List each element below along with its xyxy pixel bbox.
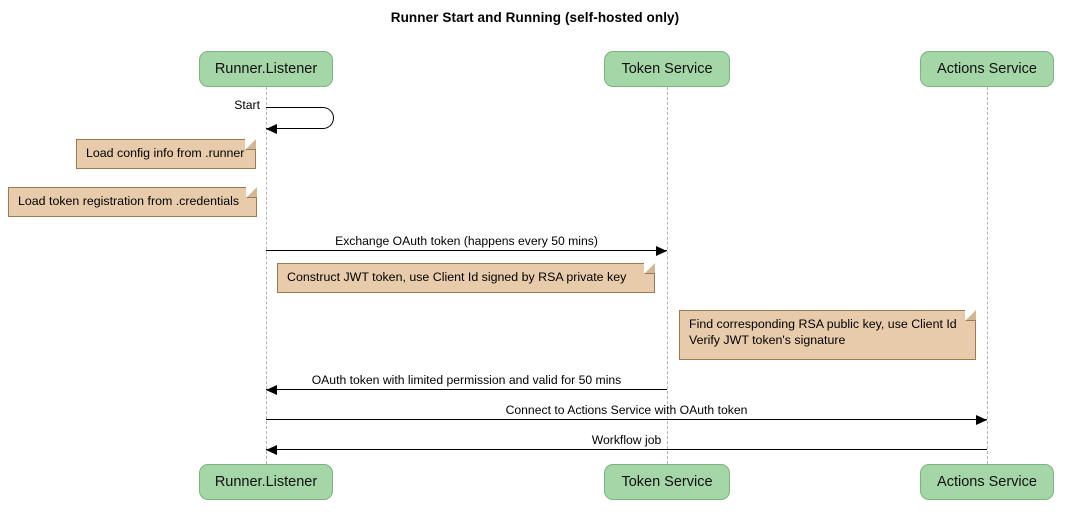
msg-connect-actions-arrowhead [976,414,987,425]
note-load-config: Load config info from .runner [76,138,257,169]
msg-workflow-job-label: Workflow job [591,433,662,447]
note-fold-corner-icon [246,186,258,198]
msg-exchange-oauth-line [266,250,667,251]
note-text: Construct JWT token, use Client Id signe… [287,270,627,284]
participant-label: Actions Service [937,474,1037,490]
participant-actions-bottom[interactable]: Actions Service [920,464,1054,500]
note-verify-jwt: Find corresponding RSA public key, use C… [679,309,977,360]
participant-label: Token Service [621,474,713,490]
participant-runner-top[interactable]: Runner.Listener [199,51,333,87]
note-fold-corner-icon [965,309,977,321]
msg-connect-actions-label: Connect to Actions Service with OAuth to… [505,403,748,417]
participant-label: Runner.Listener [214,474,318,490]
msg-oauth-token-return-label: OAuth token with limited permission and … [311,373,622,387]
participant-actions-top[interactable]: Actions Service [920,51,1054,87]
msg-exchange-oauth-arrowhead [656,245,667,256]
msg-workflow-job-line [266,449,987,450]
participant-label: Token Service [621,61,713,77]
participant-label: Runner.Listener [214,61,318,77]
note-construct-jwt: Construct JWT token, use Client Id signe… [277,262,656,293]
diagram-title: Runner Start and Running (self-hosted on… [390,10,680,25]
msg-workflow-job-arrowhead [266,444,277,455]
participant-runner-bottom[interactable]: Runner.Listener [199,464,333,500]
note-load-token: Load token registration from .credential… [8,186,258,217]
note-fold-corner-icon [245,138,257,150]
participant-token-bottom[interactable]: Token Service [604,464,730,500]
note-text: Find corresponding RSA public key, use C… [689,317,957,347]
lifeline-token [667,87,668,464]
note-text: Load token registration from .credential… [18,194,240,208]
lifeline-runner [266,87,267,464]
msg-exchange-oauth-label: Exchange OAuth token (happens every 50 m… [335,234,598,248]
participant-label: Actions Service [937,61,1037,77]
msg-oauth-token-return-line [266,389,667,390]
self-message-loop [266,107,334,129]
self-message-label: Start [234,98,260,112]
note-fold-corner-icon [644,262,656,274]
lifeline-actions [987,87,988,464]
msg-connect-actions-line [266,419,987,420]
note-text: Load config info from .runner [86,146,245,160]
self-message-arrowhead [266,124,277,134]
msg-oauth-token-return-arrowhead [266,384,277,395]
participant-token-top[interactable]: Token Service [604,51,730,87]
